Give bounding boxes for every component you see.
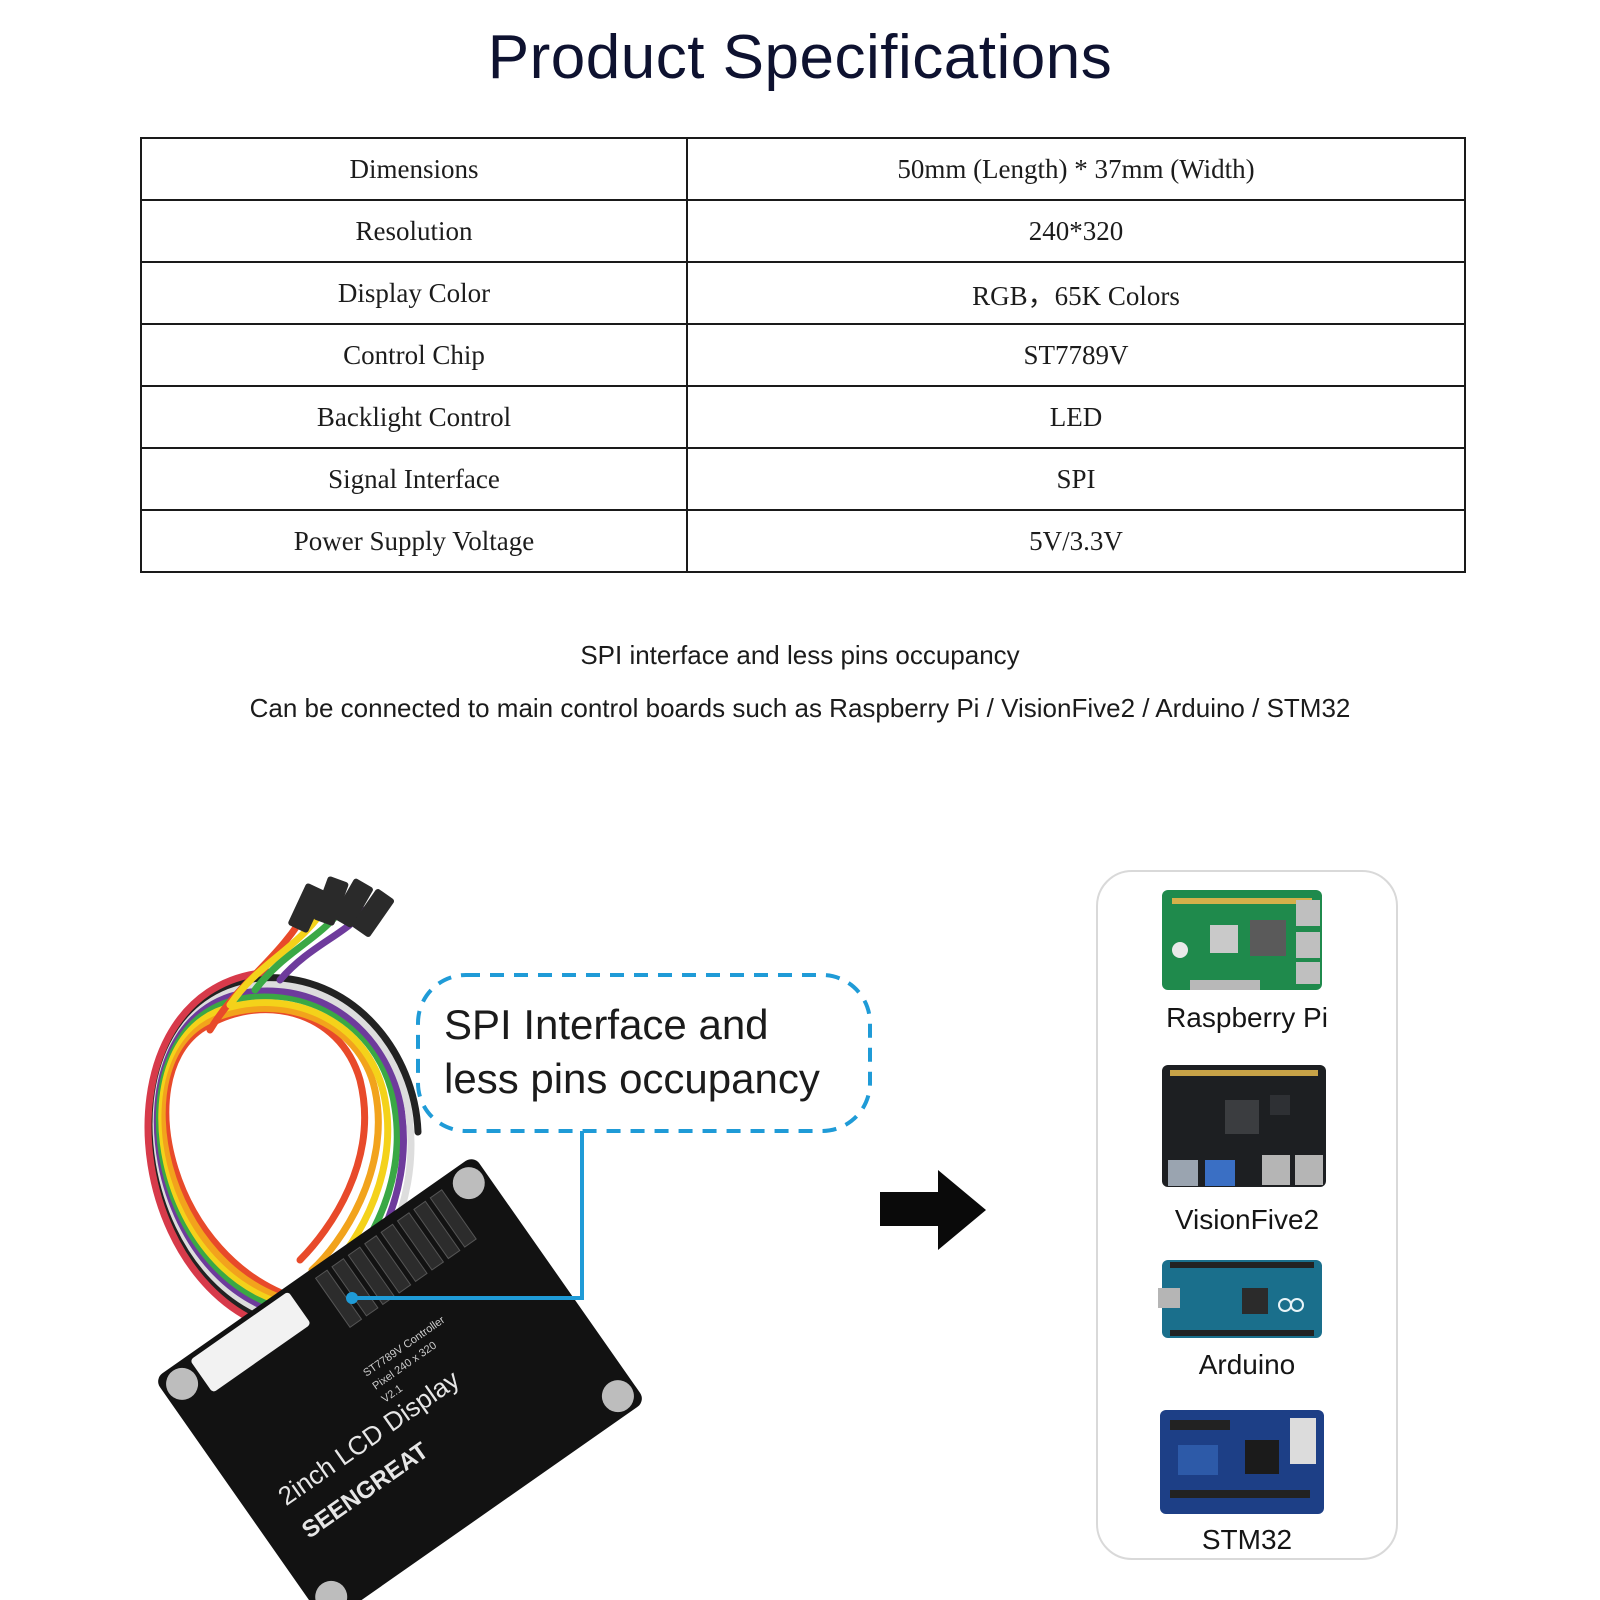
table-row: Power Supply Voltage 5V/3.3V (140, 509, 1466, 573)
callout-leader (352, 1131, 584, 1300)
table-row: Backlight Control LED (140, 385, 1466, 449)
spec-value: ST7789V (686, 323, 1466, 387)
caption-spi: SPI interface and less pins occupancy (580, 640, 1020, 670)
spec-value: 240*320 (686, 199, 1466, 263)
table-row: Signal Interface SPI (140, 447, 1466, 511)
spec-table: Dimensions 50mm (Length) * 37mm (Width) … (140, 137, 1466, 573)
spec-label: Display Color (140, 261, 688, 325)
spec-value: 50mm (Length) * 37mm (Width) (686, 137, 1466, 201)
board-label-stm32: STM32 (1201, 1524, 1293, 1555)
spec-value: 5V/3.3V (686, 509, 1466, 573)
callout-line-1: SPI Interface and (444, 1001, 769, 1048)
spec-label: Dimensions (140, 137, 688, 201)
dupont-connectors (288, 876, 395, 937)
spec-label: Power Supply Voltage (140, 509, 688, 573)
callout-line-2: less pins occupancy (444, 1055, 820, 1102)
spec-label: Signal Interface (140, 447, 688, 511)
lcd-module: 2inch LCD Display SEENGREAT ST7789V Cont… (158, 1159, 642, 1600)
callout-box (416, 973, 872, 1133)
page-title: Product Specifications (487, 23, 1113, 92)
right-arrow-icon (880, 1170, 986, 1250)
table-row: Dimensions 50mm (Length) * 37mm (Width) (140, 137, 1466, 201)
table-row: Control Chip ST7789V (140, 323, 1466, 387)
spec-label: Control Chip (140, 323, 688, 387)
spec-value: LED (686, 385, 1466, 449)
table-row: Display Color RGB，65K Colors (140, 261, 1466, 325)
spec-value: RGB，65K Colors (686, 261, 1466, 325)
board-label-visionfive2: VisionFive2 (1174, 1204, 1320, 1235)
board-label-raspberry-pi: Raspberry Pi (1166, 1002, 1328, 1033)
board-label-arduino: Arduino (1198, 1349, 1296, 1380)
table-row: Resolution 240*320 (140, 199, 1466, 263)
spec-label: Resolution (140, 199, 688, 263)
callout-dot (346, 1292, 358, 1304)
callout-text: SPI Interface and less pins occupancy (444, 998, 864, 1106)
spec-label: Backlight Control (140, 385, 688, 449)
spec-value: SPI (686, 447, 1466, 511)
caption-compatibility: Can be connected to main control boards … (249, 693, 1351, 723)
